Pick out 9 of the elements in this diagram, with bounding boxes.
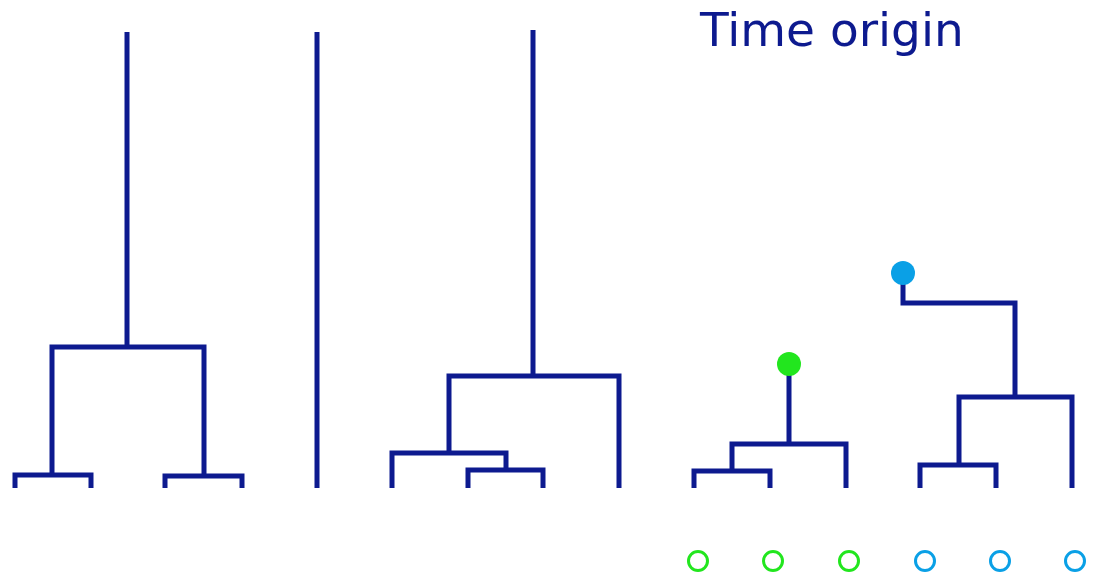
open-circle bbox=[838, 550, 860, 572]
open-circle bbox=[989, 550, 1011, 572]
open-circle bbox=[762, 550, 784, 572]
filled-dot bbox=[777, 352, 801, 376]
open-circle bbox=[687, 550, 709, 572]
title: Time origin bbox=[700, 2, 964, 57]
open-circle bbox=[914, 550, 936, 572]
open-circle bbox=[1064, 550, 1086, 572]
filled-dot bbox=[891, 261, 915, 285]
